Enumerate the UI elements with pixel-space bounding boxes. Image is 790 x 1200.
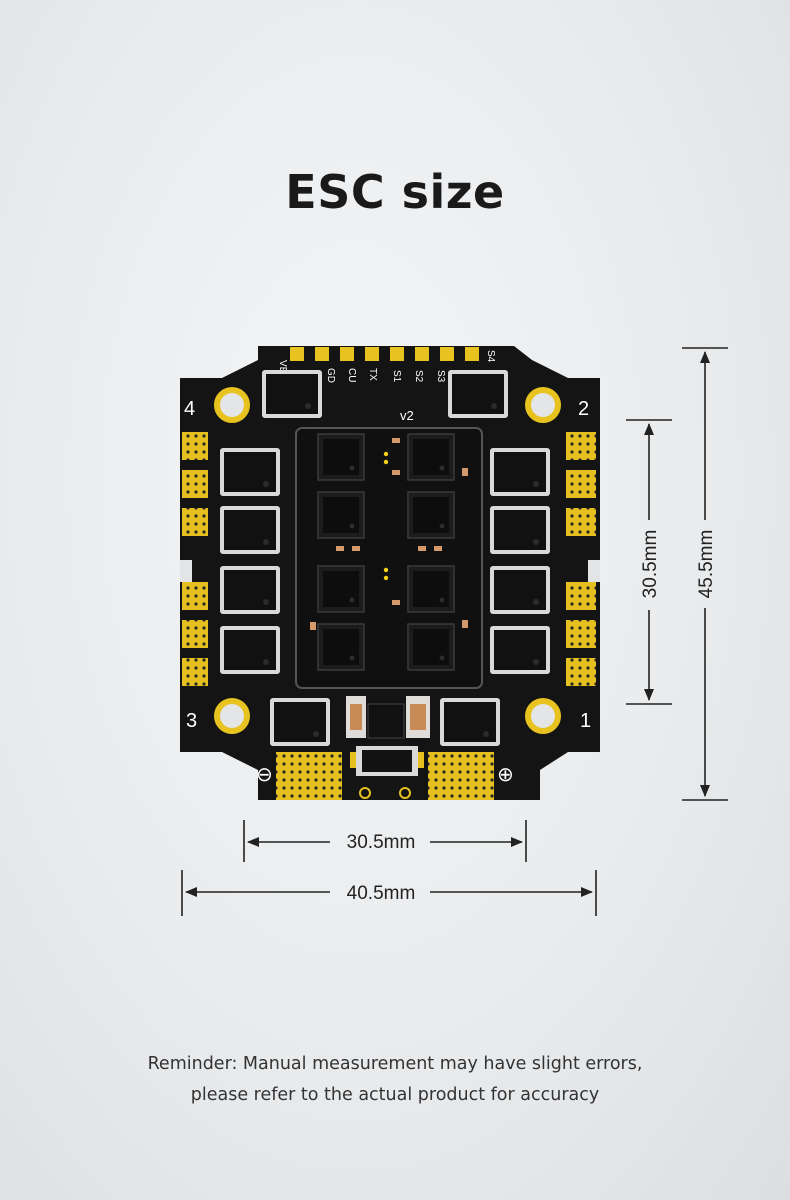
regulator xyxy=(346,696,430,799)
mounting-holes xyxy=(214,387,561,734)
dimension-label-inner-width: 30.5mm xyxy=(347,832,416,853)
pad-label-s3: S3 xyxy=(435,370,446,383)
top-pad-row xyxy=(290,347,479,361)
positive-polarity-icon: ⊕ xyxy=(497,762,514,786)
pad-label-vb: VB xyxy=(277,360,288,374)
corner-number-4: 4 xyxy=(184,398,195,420)
pad-label-s2: S2 xyxy=(413,370,424,383)
negative-polarity-icon: ⊖ xyxy=(256,762,273,786)
dimension-label-inner-height: 30.5mm xyxy=(640,530,661,599)
dimension-label-outer-height: 45.5mm xyxy=(696,530,717,599)
pad-label-s1: S1 xyxy=(391,370,402,383)
corner-number-3: 3 xyxy=(186,710,197,732)
dimension-outer-width: 40.5mm xyxy=(181,870,597,916)
motor-pads-left xyxy=(182,432,208,686)
version-label: v2 xyxy=(400,408,414,423)
pad-label-gd: GD xyxy=(325,368,336,383)
pad-label-s4: S4 xyxy=(485,350,496,363)
reminder-line-2: please refer to the actual product for a… xyxy=(190,1085,600,1105)
corner-number-2: 2 xyxy=(578,398,589,420)
dimension-inner-width: 30.5mm xyxy=(243,820,527,862)
dimension-inner-height: 30.5mm xyxy=(626,419,672,705)
dimension-outer-height: 45.5mm xyxy=(682,347,728,801)
pad-label-tx: TX xyxy=(367,368,378,381)
reminder-line-1: Reminder: Manual measurement may have sl… xyxy=(147,1054,643,1074)
motor-pads-right xyxy=(566,432,596,686)
power-pads xyxy=(276,752,494,800)
mcu-module xyxy=(295,427,483,689)
pad-label-cu: CU xyxy=(346,368,357,382)
page-title: ESC size xyxy=(285,165,505,219)
corner-number-1: 1 xyxy=(580,710,591,732)
dimension-label-outer-width: 40.5mm xyxy=(347,883,416,904)
